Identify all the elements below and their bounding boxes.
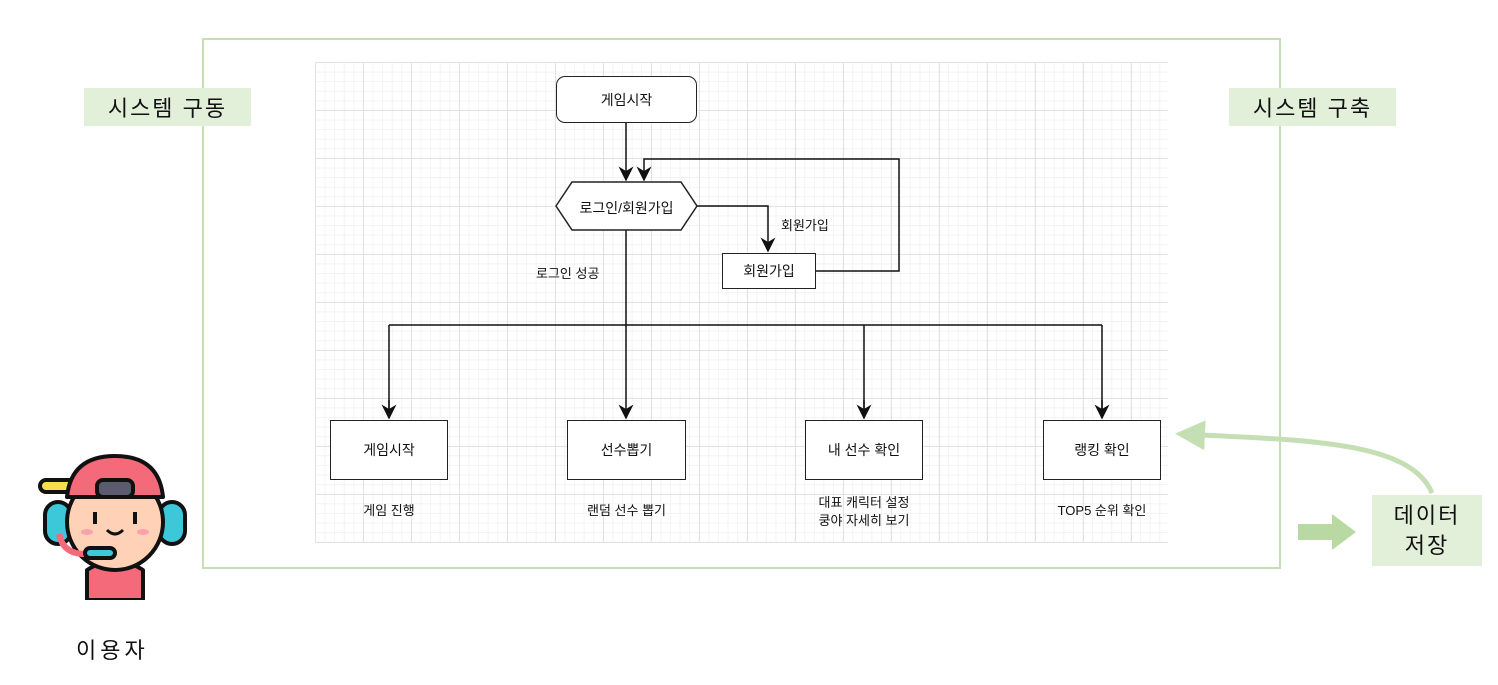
edge-decision-signup	[697, 205, 776, 253]
tag-data-storage: 데이터 저장	[1372, 495, 1482, 566]
node-player-draw: 선수뽑기	[567, 420, 686, 480]
tag-system-build: 시스템 구축	[1229, 88, 1396, 126]
user-label: 이용자	[76, 638, 149, 663]
edge-branch	[388, 324, 1103, 418]
user-avatar-icon	[38, 454, 187, 600]
desc-game-start: 게임 진행	[363, 503, 415, 518]
node-my-players: 내 선수 확인	[805, 420, 923, 480]
diagram-grid	[315, 62, 1168, 543]
decision-hexagon	[555, 181, 698, 231]
green-curve-arrow	[1175, 420, 1435, 495]
storage-line2: 저장	[1404, 532, 1450, 558]
node-ranking: 랭킹 확인	[1043, 420, 1161, 480]
desc-player-draw: 랜덤 선수 뽑기	[587, 503, 666, 518]
desc-ranking: TOP5 순위 확인	[1057, 503, 1147, 518]
storage-line1: 데이터	[1393, 502, 1461, 528]
node-game-start-menu: 게임시작	[330, 420, 448, 480]
desc-my-players-2: 쿵야 자세히 보기	[818, 513, 910, 528]
node-login-signup: 로그인/회원가입	[579, 200, 674, 216]
node-signup: 회원가입	[722, 253, 816, 289]
edge-label-login-success: 로그인 성공	[536, 266, 600, 281]
tag-system-run: 시스템 구동	[84, 88, 251, 126]
edge-signup-back	[636, 158, 900, 272]
node-game-start: 게임시작	[556, 76, 697, 123]
system-frame	[202, 38, 1281, 569]
green-right-arrow	[1298, 514, 1356, 550]
edge-label-signup: 회원가입	[781, 218, 829, 233]
desc-my-players-1: 대표 캐릭터 설정	[818, 495, 910, 510]
